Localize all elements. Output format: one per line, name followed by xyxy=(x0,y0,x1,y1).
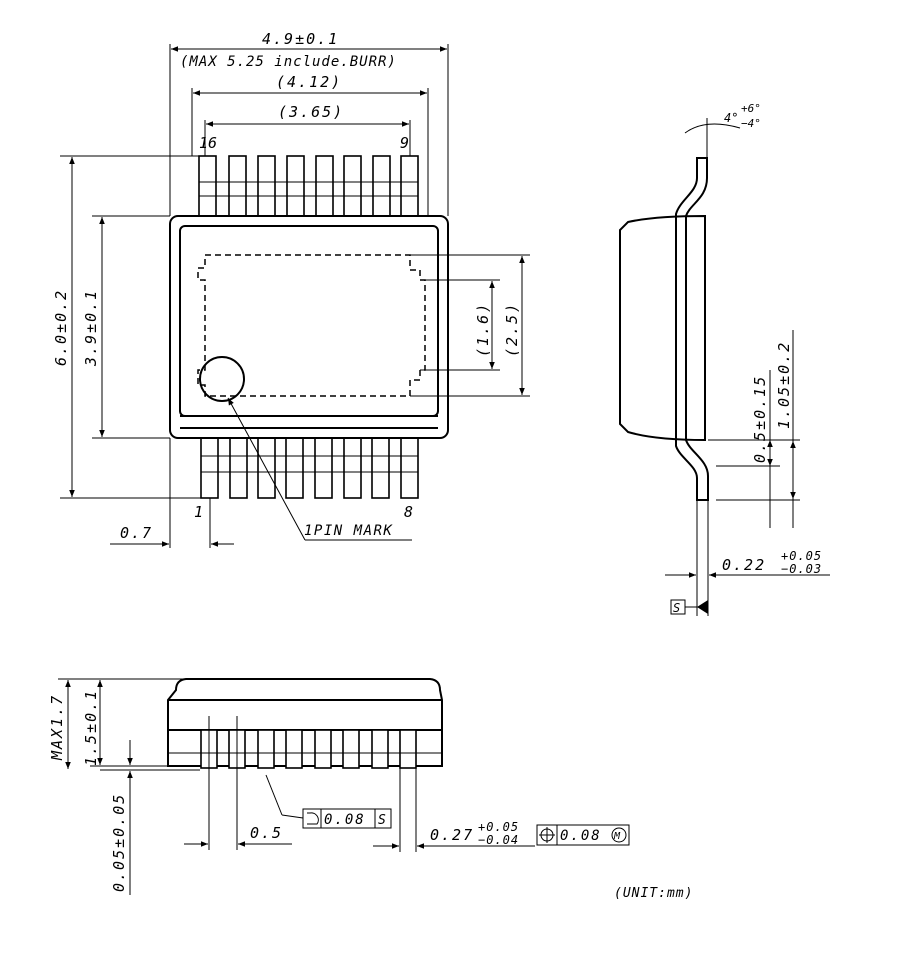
bottom-pin-row xyxy=(200,437,419,499)
dim-foot-length: 0.5±0.15 xyxy=(751,375,769,463)
pin-8-label: 8 xyxy=(404,503,413,521)
flatness-datum: S xyxy=(378,813,386,828)
dim-total-height: 6.0±0.2 xyxy=(52,289,70,366)
angle-minus: −4° xyxy=(741,117,761,130)
flatness-value: 0.08 xyxy=(324,812,366,828)
top-body-outer xyxy=(169,215,449,439)
dim-overall-width: 4.9±0.1 xyxy=(262,30,339,48)
dim-pad-inner: (1.6) xyxy=(474,302,492,357)
dim-lead-width: 0.27 xyxy=(430,826,474,844)
dim-lead-width-tol-minus: −0.04 xyxy=(478,833,519,847)
side-body xyxy=(619,214,706,442)
dim-foot-total: 1.05±0.2 xyxy=(775,341,793,429)
dim-pad-span: (3.65) xyxy=(278,103,344,121)
dim-front-body-height: 1.5±0.1 xyxy=(82,689,100,766)
top-view: 16 9 1 8 4.9±0.1 (MAX 5.25 include.BURR)… xyxy=(52,30,530,548)
dim-lead-span: (4.12) xyxy=(276,73,342,91)
side-view: 4° +6° −4° 0.5±0.15 1.05±0.2 0.22 +0.05 … xyxy=(619,102,830,616)
pin-16-label: 16 xyxy=(199,134,217,152)
dim-body-height: 3.9±0.1 xyxy=(82,289,100,367)
datum-triangle xyxy=(697,600,708,614)
dim-standoff: 0.05±0.05 xyxy=(110,793,128,892)
dim-pitch-offset: 0.7 xyxy=(120,524,153,542)
dim-max-note: (MAX 5.25 include.BURR) xyxy=(180,54,397,70)
pin1-mark-circle xyxy=(199,356,245,402)
position-modifier: M xyxy=(613,831,621,842)
unit-note: (UNIT:mm) xyxy=(614,886,693,901)
front-lead-row xyxy=(168,729,442,769)
pin-mark-label: 1PIN MARK xyxy=(304,523,393,539)
dim-pitch: 0.5 xyxy=(250,824,283,842)
position-frame xyxy=(536,824,630,846)
flatness-frame xyxy=(302,808,392,829)
angle-base: 4° xyxy=(724,111,738,125)
position-value: 0.08 xyxy=(560,828,602,844)
dim-pad-outer: (2.5) xyxy=(503,302,521,357)
top-pin-row xyxy=(198,155,419,219)
dim-lead-width-tol-plus: +0.05 xyxy=(478,820,519,834)
pin-1-label: 1 xyxy=(194,503,203,521)
dim-lead-tol-plus: +0.05 xyxy=(781,549,822,563)
dim-lead-tol-minus: −0.03 xyxy=(781,562,822,576)
dim-max-height: MAX1.7 xyxy=(48,694,66,761)
front-view: MAX1.7 1.5±0.1 0.05±0.05 0.5 0.08 S 0.27… xyxy=(48,678,630,895)
datum-s-label: S xyxy=(673,601,680,615)
angle-plus: +6° xyxy=(741,102,761,115)
dim-lead-thickness: 0.22 xyxy=(722,556,766,574)
flatness-symbol xyxy=(307,812,319,825)
pin-9-label: 9 xyxy=(400,134,409,152)
